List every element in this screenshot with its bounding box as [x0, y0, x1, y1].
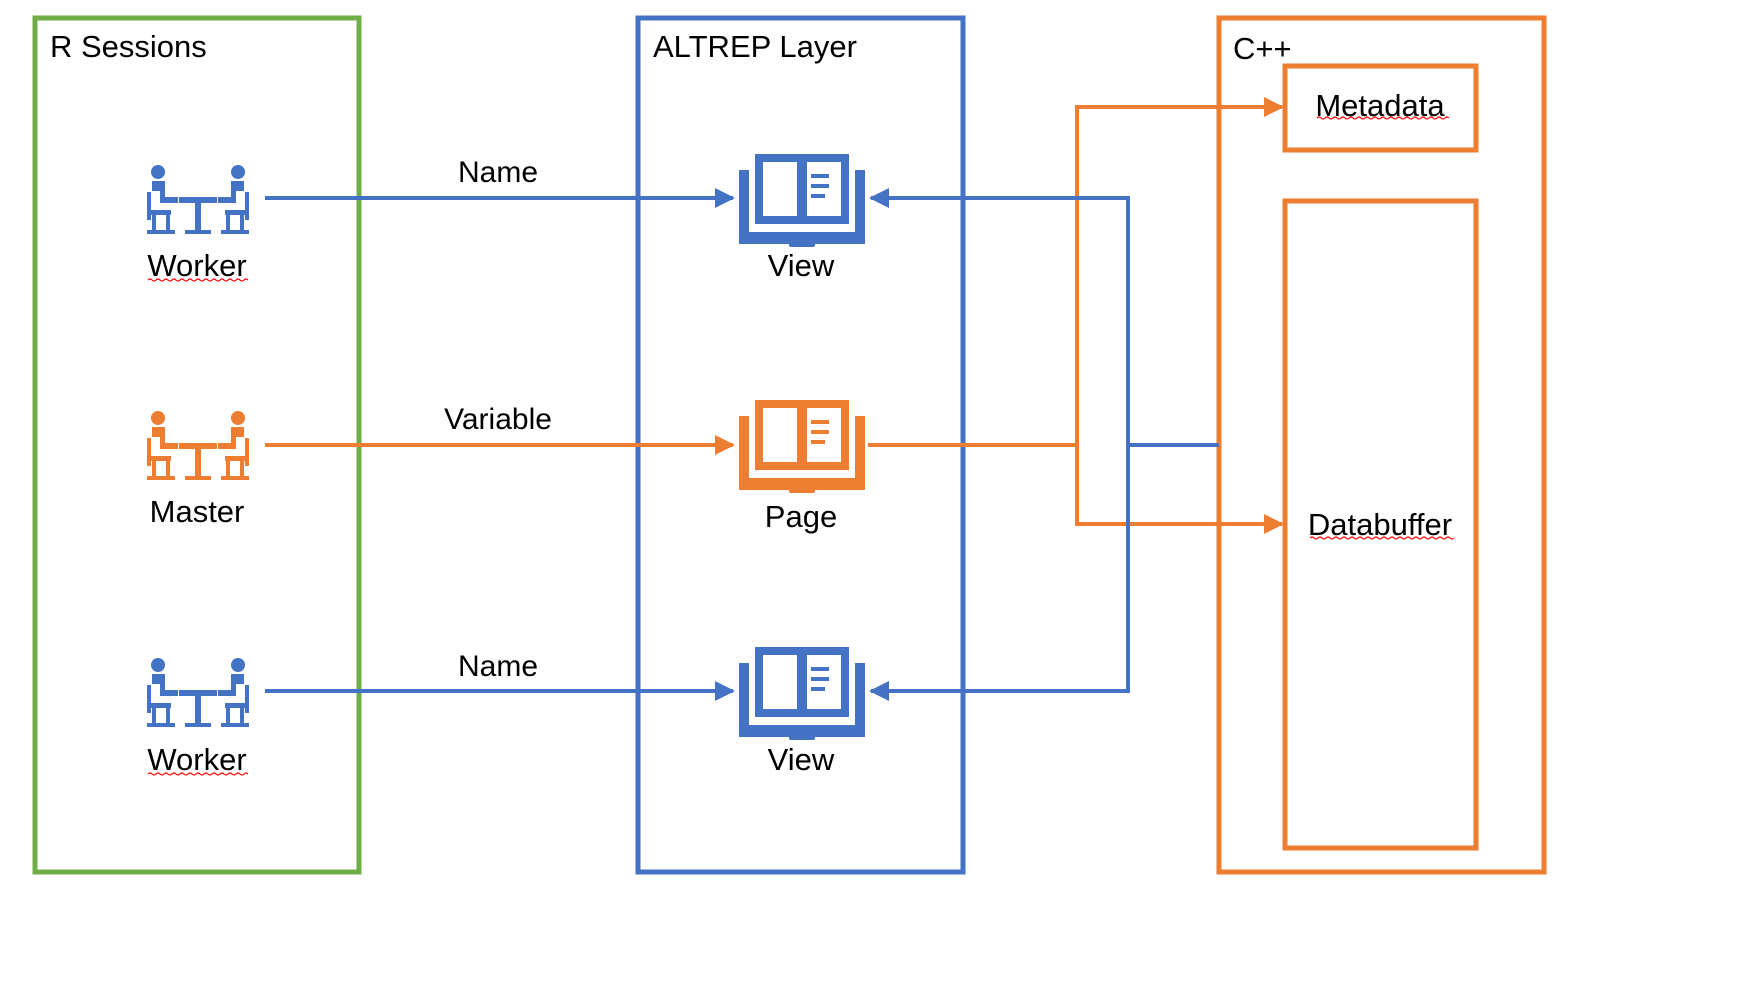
- spellcheck-underline: [1316, 116, 1450, 120]
- session-label-worker-bottom: Worker: [147, 742, 246, 777]
- open-book-icon: [739, 400, 865, 493]
- metadata-box: [1282, 63, 1479, 153]
- session-label-worker-top: Worker: [147, 248, 246, 283]
- spellcheck-underline: [147, 278, 249, 282]
- altrep-label-view-bottom: View: [768, 742, 835, 777]
- databuffer-label: Databuffer: [1308, 507, 1452, 542]
- spellcheck-underline: [1309, 536, 1455, 540]
- edge-label-variable: Variable: [444, 403, 552, 436]
- open-book-icon: [739, 154, 865, 247]
- cpp-container: [1216, 15, 1547, 875]
- meeting-people-icon: [147, 411, 249, 480]
- session-label-master: Master: [150, 494, 245, 529]
- altrep-label-page: Page: [765, 499, 837, 534]
- edge-label-name-top: Name: [458, 156, 538, 189]
- cpp-title: C++: [1233, 31, 1292, 66]
- meeting-people-icon: [147, 658, 249, 727]
- metadata-label: Metadata: [1315, 88, 1445, 123]
- altrep-layer-title: ALTREP Layer: [653, 29, 857, 64]
- r-sessions-title: R Sessions: [50, 29, 207, 64]
- databuffer-box: [1282, 198, 1479, 851]
- cpp-to-view-connector: [869, 188, 1219, 701]
- open-book-icon: [739, 647, 865, 740]
- edge-label-name-bottom: Name: [458, 650, 538, 683]
- meeting-people-icon: [147, 165, 249, 234]
- page-to-cpp-connector: [868, 97, 1284, 534]
- altrep-label-view-top: View: [768, 248, 835, 283]
- spellcheck-underline: [147, 772, 249, 776]
